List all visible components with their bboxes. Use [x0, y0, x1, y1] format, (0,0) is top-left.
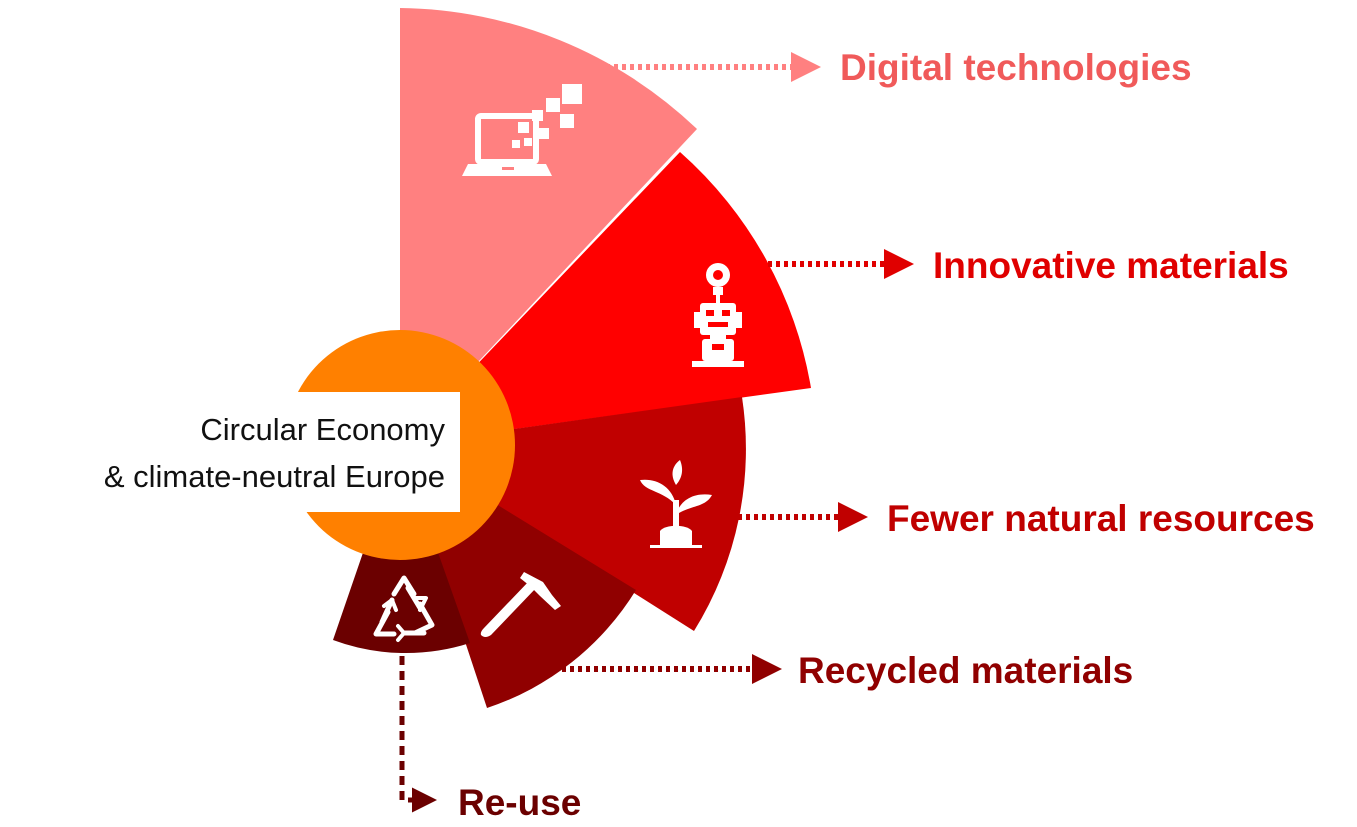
center-title-line1: Circular Economy	[200, 412, 445, 447]
segment-digital-technologies	[400, 8, 697, 445]
center-label-box	[5, 392, 460, 512]
label-fewer-natural-resources: Fewer natural resources	[887, 498, 1315, 539]
laptop-pixels-icon	[462, 84, 582, 176]
recycle-icon	[373, 575, 435, 642]
robot-lightbulb-icon	[692, 263, 744, 367]
hammer-icon	[480, 572, 561, 637]
center-title-line2: & climate-neutral Europe	[104, 459, 445, 494]
label-recycled-materials: Recycled materials	[798, 650, 1133, 691]
sprout-plant-icon	[640, 460, 712, 548]
segment-innovative-materials	[400, 152, 811, 445]
label-innovative-materials: Innovative materials	[933, 245, 1289, 286]
label-digital-technologies: Digital technologies	[840, 47, 1192, 88]
connector-re-use	[399, 656, 437, 813]
label-re-use: Re-use	[458, 782, 581, 823]
